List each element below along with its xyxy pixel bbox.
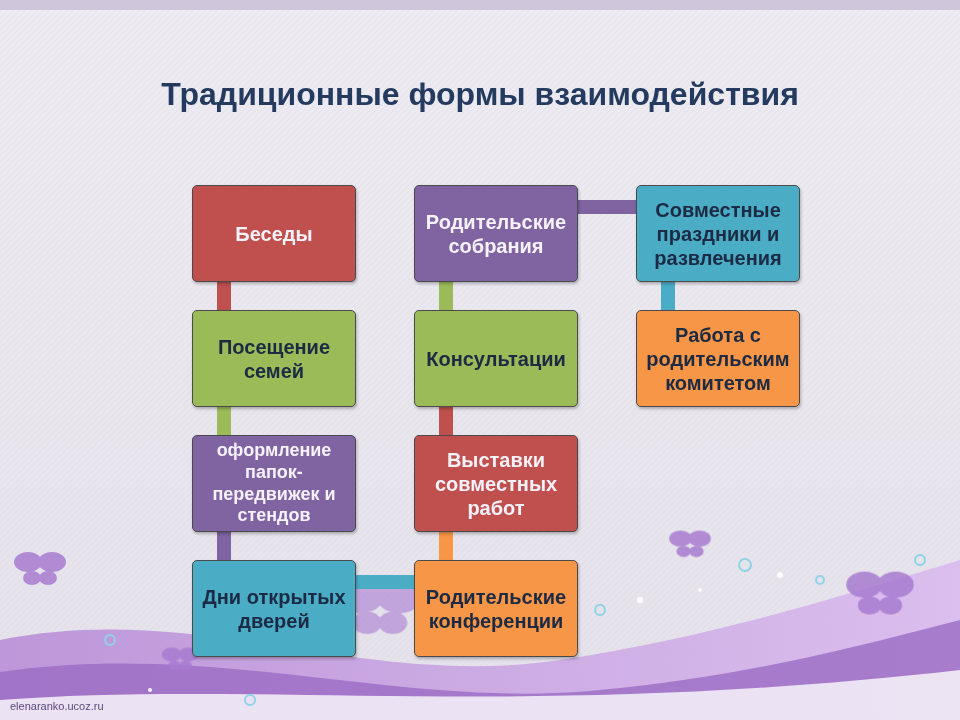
form-box: Посещение семей	[192, 310, 356, 407]
box-label: Выставки совместных работ	[415, 446, 577, 522]
connector-bar	[439, 532, 453, 560]
slide-title: Традиционные формы взаимодействия	[0, 76, 960, 113]
box-label: Консультации	[421, 345, 571, 373]
sparkles	[105, 555, 925, 705]
connector-bar	[661, 282, 675, 310]
box-label: Родительские конференции	[415, 583, 577, 635]
connector-bar	[217, 282, 231, 310]
form-box: Дни открытых дверей	[192, 560, 356, 657]
form-box: Совместные праздники и развлечения	[636, 185, 800, 282]
watermark: elenaranko.ucoz.ru	[10, 700, 104, 712]
box-label: Совместные праздники и развлечения	[637, 196, 799, 272]
form-box: Родительские собрания	[414, 185, 578, 282]
form-box: Работа с родительским комитетом	[636, 310, 800, 407]
wave	[0, 670, 960, 720]
top-stripe	[0, 0, 960, 10]
butterflies	[14, 531, 914, 671]
connector-bar	[217, 407, 231, 435]
box-label: Родительские собрания	[415, 208, 577, 260]
form-box: Беседы	[192, 185, 356, 282]
connector-bar	[217, 532, 231, 560]
box-label: Работа с родительским комитетом	[637, 321, 799, 397]
connector-bar	[578, 200, 636, 214]
connector-bar	[356, 575, 414, 589]
box-label: Посещение семей	[193, 333, 355, 385]
form-box: оформление папок-передвижек и стендов	[192, 435, 356, 532]
box-label: Дни открытых дверей	[193, 583, 355, 635]
form-box: Консультации	[414, 310, 578, 407]
wave	[0, 560, 960, 720]
form-box: Выставки совместных работ	[414, 435, 578, 532]
form-box: Родительские конференции	[414, 560, 578, 657]
box-label: Беседы	[230, 220, 317, 248]
connector-bar	[439, 407, 453, 435]
box-label: оформление папок-передвижек и стендов	[193, 438, 355, 528]
connector-bar	[439, 282, 453, 310]
